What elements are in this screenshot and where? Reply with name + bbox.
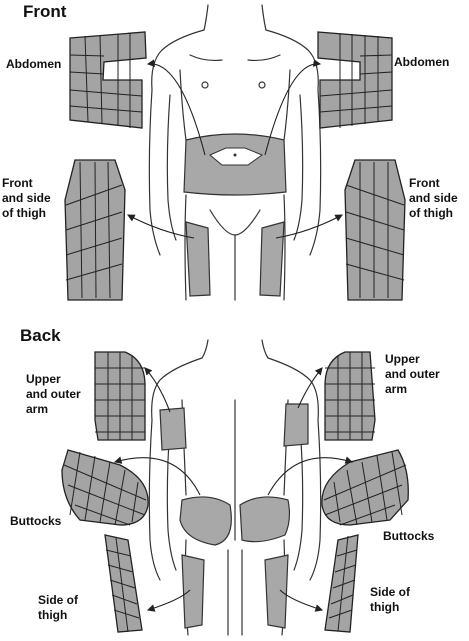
front-thigh-zone-right <box>259 221 285 297</box>
back-thigh-zone-right <box>264 554 289 629</box>
arm-patch-left <box>94 351 146 441</box>
back-thigh-zone-left <box>181 554 205 629</box>
buttocks-patch-right <box>321 449 409 526</box>
abdomen-patch-left <box>69 31 147 129</box>
label-thigh-front-left: Front and side of thigh <box>2 176 51 220</box>
buttocks-patch-left <box>61 449 149 526</box>
back-buttock-zone-right <box>239 496 291 543</box>
arrow-thigh-right <box>275 214 343 239</box>
arrow-abdomen-right <box>264 59 322 156</box>
back-buttock-zone-left <box>179 496 232 546</box>
arrow-arm-right <box>297 367 323 409</box>
abdomen-patch-right <box>317 31 393 129</box>
back-arm-zone-left <box>159 407 187 451</box>
label-arm-left: Upper and outer arm <box>26 372 81 416</box>
front-thigh-zone-left <box>185 221 211 297</box>
front-section-title: Front <box>23 2 67 21</box>
label-arm-right: Upper and outer arm <box>385 352 440 396</box>
label-side-thigh-left: Side of thigh <box>38 593 79 622</box>
arrow-side-thigh-right <box>279 589 324 612</box>
label-side-thigh-right: Side of thigh <box>370 585 411 614</box>
back-section-title: Back <box>20 326 61 345</box>
front-thigh-patch-right <box>344 159 406 301</box>
arrow-abdomen-left <box>146 59 206 156</box>
arrow-buttocks-right <box>267 456 354 496</box>
label-abdomen-left: Abdomen <box>6 57 62 71</box>
navel-cutout <box>209 147 264 166</box>
label-abdomen-right: Abdomen <box>394 55 450 69</box>
back-arm-zone-right <box>283 403 309 447</box>
arrow-buttocks-left <box>113 456 201 496</box>
arrow-thigh-left <box>127 214 195 239</box>
front-thigh-patch-left <box>64 159 126 301</box>
label-buttocks-right: Buttocks <box>383 529 435 543</box>
label-buttocks-left: Buttocks <box>10 514 62 528</box>
arrow-side-thigh-left <box>146 589 191 612</box>
arrow-arm-left <box>144 367 171 413</box>
side-thigh-patch-right <box>324 534 359 633</box>
side-thigh-patch-left <box>104 534 143 633</box>
back-body-outline <box>148 339 322 636</box>
arm-patch-right <box>324 351 376 441</box>
label-thigh-front-right: Front and side of thigh <box>409 176 458 220</box>
